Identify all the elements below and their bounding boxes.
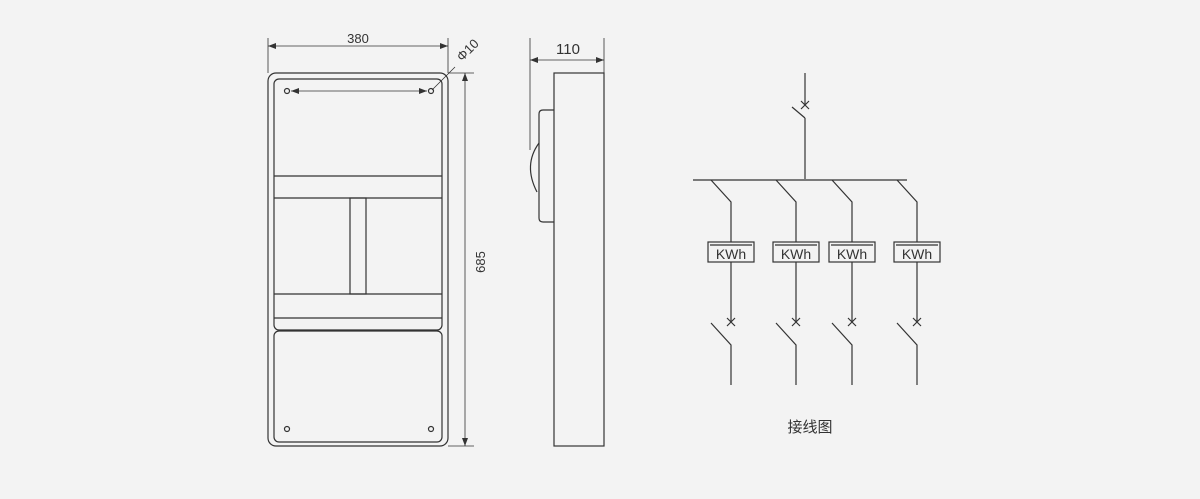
kwh-meter-label: KWh [781,246,811,262]
height-dimension: 685 [473,251,488,273]
breaker-x-icon [847,317,857,327]
front-view: 380 685 Φ10 [267,31,488,447]
breaker-x-icon [912,317,922,327]
width-dimension: 380 [347,31,369,46]
kwh-meter-label: KWh [837,246,867,262]
mount-hole-icon [283,87,435,433]
wiring-schematic: KWh KWh KWh KWh 接线图 [693,73,941,436]
breaker-x-icon [726,317,736,327]
breaker-x-icon [791,317,801,327]
cabinet-outline [267,72,449,447]
branch-circuit: KWh [828,179,876,385]
kwh-meter [893,241,941,263]
branch-circuit: KWh [893,179,941,385]
kwh-meter-label: KWh [716,246,746,262]
side-outline [553,72,605,447]
depth-dimension: 110 [556,41,580,58]
branch-circuit: KWh [772,179,820,385]
schematic-caption: 接线图 [787,419,832,436]
side-view: 110 [529,38,605,447]
kwh-meter-label: KWh [902,246,932,262]
upper-panel [273,78,443,331]
center-column [349,197,367,295]
kwh-meter [772,241,820,263]
breaker-x-icon [800,100,810,110]
hole-diameter-label: Φ10 [454,36,482,64]
kwh-meter [828,241,876,263]
door-handle [538,109,554,223]
branch-circuit: KWh [707,179,755,385]
kwh-meter [707,241,755,263]
lower-panel [273,330,443,443]
